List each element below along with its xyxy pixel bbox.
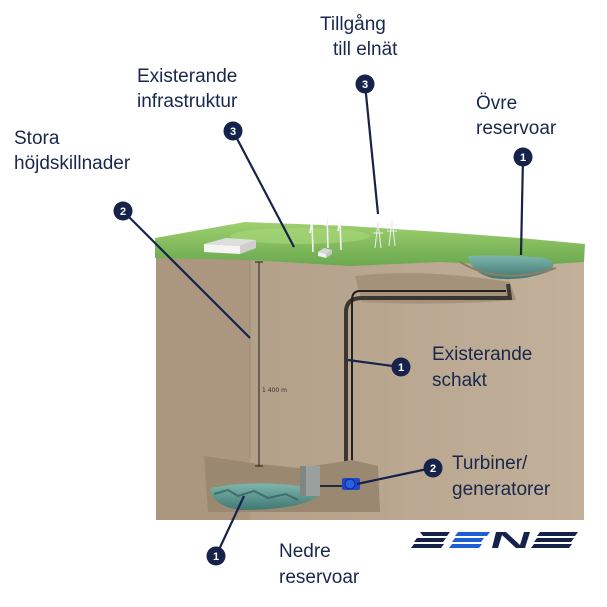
svg-text:Övre: Övre	[476, 93, 517, 114]
label-height-diff: Stora höjdskillnader	[14, 128, 131, 174]
label-existing-infra: Existerande infrastruktur	[137, 66, 238, 112]
house-roof	[318, 248, 332, 254]
leader-shaft	[347, 358, 401, 369]
rock-front-face	[250, 250, 584, 520]
svg-text:höjdskillnader: höjdskillnader	[14, 153, 131, 174]
upper-reservoir-rim	[459, 261, 557, 277]
leader-grid-access	[363, 83, 380, 215]
badge-shaft: 1	[391, 357, 411, 377]
power-pylon-icon	[386, 219, 398, 247]
house-front	[318, 252, 326, 258]
svg-text:1: 1	[213, 551, 219, 563]
sens-logo	[411, 532, 578, 548]
badge-upper-res: 1	[513, 147, 533, 167]
label-upper-res: Övre reservoar	[476, 93, 557, 139]
lower-cavern	[204, 456, 380, 512]
svg-text:1: 1	[520, 152, 526, 164]
leader-existing-infra	[232, 130, 295, 248]
ground-block	[156, 250, 584, 520]
tunnel-system	[344, 273, 516, 486]
lower-reservoir-rocks	[213, 488, 299, 501]
grass-highlight	[230, 228, 370, 244]
depth-measure: 1 400 m	[255, 261, 287, 467]
svg-text:reservoar: reservoar	[476, 118, 557, 139]
logo-letter-e	[449, 532, 490, 548]
leader-height-diff	[122, 210, 251, 339]
factory-side	[240, 240, 256, 254]
svg-text:2: 2	[120, 206, 126, 218]
upper-cavern	[355, 273, 516, 304]
svg-text:Existerande: Existerande	[137, 66, 237, 87]
power-pylons	[372, 219, 398, 249]
leader-upper-res	[519, 156, 525, 256]
label-shaft: Existerande schakt	[432, 344, 532, 391]
label-turbine: Turbiner/ generatorer	[452, 453, 551, 500]
surface-buildings	[204, 238, 332, 258]
svg-text:1: 1	[398, 362, 404, 374]
wind-turbine-icon	[303, 213, 323, 253]
leader-lower-res	[215, 495, 245, 557]
badge-height-diff: 2	[113, 201, 133, 221]
svg-text:3: 3	[362, 79, 368, 91]
badge-existing-infra: 3	[223, 121, 243, 141]
wind-turbine-icon	[333, 210, 351, 251]
logo-letter-s	[411, 532, 450, 548]
badge-turbine: 2	[423, 458, 443, 478]
svg-text:schakt: schakt	[432, 370, 488, 391]
label-grid-access: Tillgång till elnät	[320, 14, 398, 60]
factory-front	[204, 244, 240, 254]
logo-letter-n	[492, 532, 530, 548]
turbine-wheel	[344, 478, 356, 490]
svg-text:Turbiner/: Turbiner/	[452, 453, 528, 474]
shaft-pipe	[351, 290, 506, 486]
svg-text:generatorer: generatorer	[452, 479, 551, 500]
svg-text:infrastruktur: infrastruktur	[137, 91, 238, 112]
svg-text:till elnät: till elnät	[333, 39, 398, 60]
svg-text:reservoar: reservoar	[279, 567, 360, 588]
logo-letter-s2	[531, 532, 578, 548]
wind-turbines	[303, 205, 351, 253]
depth-label: 1 400 m	[262, 387, 287, 394]
leader-turbine	[356, 466, 433, 486]
svg-text:2: 2	[430, 463, 436, 475]
rock-left-face	[156, 258, 250, 520]
house-side	[326, 250, 332, 258]
svg-text:3: 3	[230, 126, 236, 138]
leader-lines	[122, 83, 525, 557]
grass-surface	[155, 222, 585, 266]
badge-lower-res: 1	[206, 546, 226, 566]
turbine-hall-shade	[300, 466, 306, 496]
factory-roof	[204, 238, 256, 246]
svg-text:Tillgång: Tillgång	[320, 14, 386, 35]
svg-text:Stora: Stora	[14, 128, 60, 149]
power-pylon-icon	[372, 221, 384, 249]
svg-text:Existerande: Existerande	[432, 344, 532, 365]
upper-reservoir	[459, 255, 557, 280]
svg-text:Nedre: Nedre	[279, 541, 331, 562]
label-lower-res: Nedre reservoar	[279, 541, 360, 588]
badge-grid-access: 3	[355, 74, 375, 94]
